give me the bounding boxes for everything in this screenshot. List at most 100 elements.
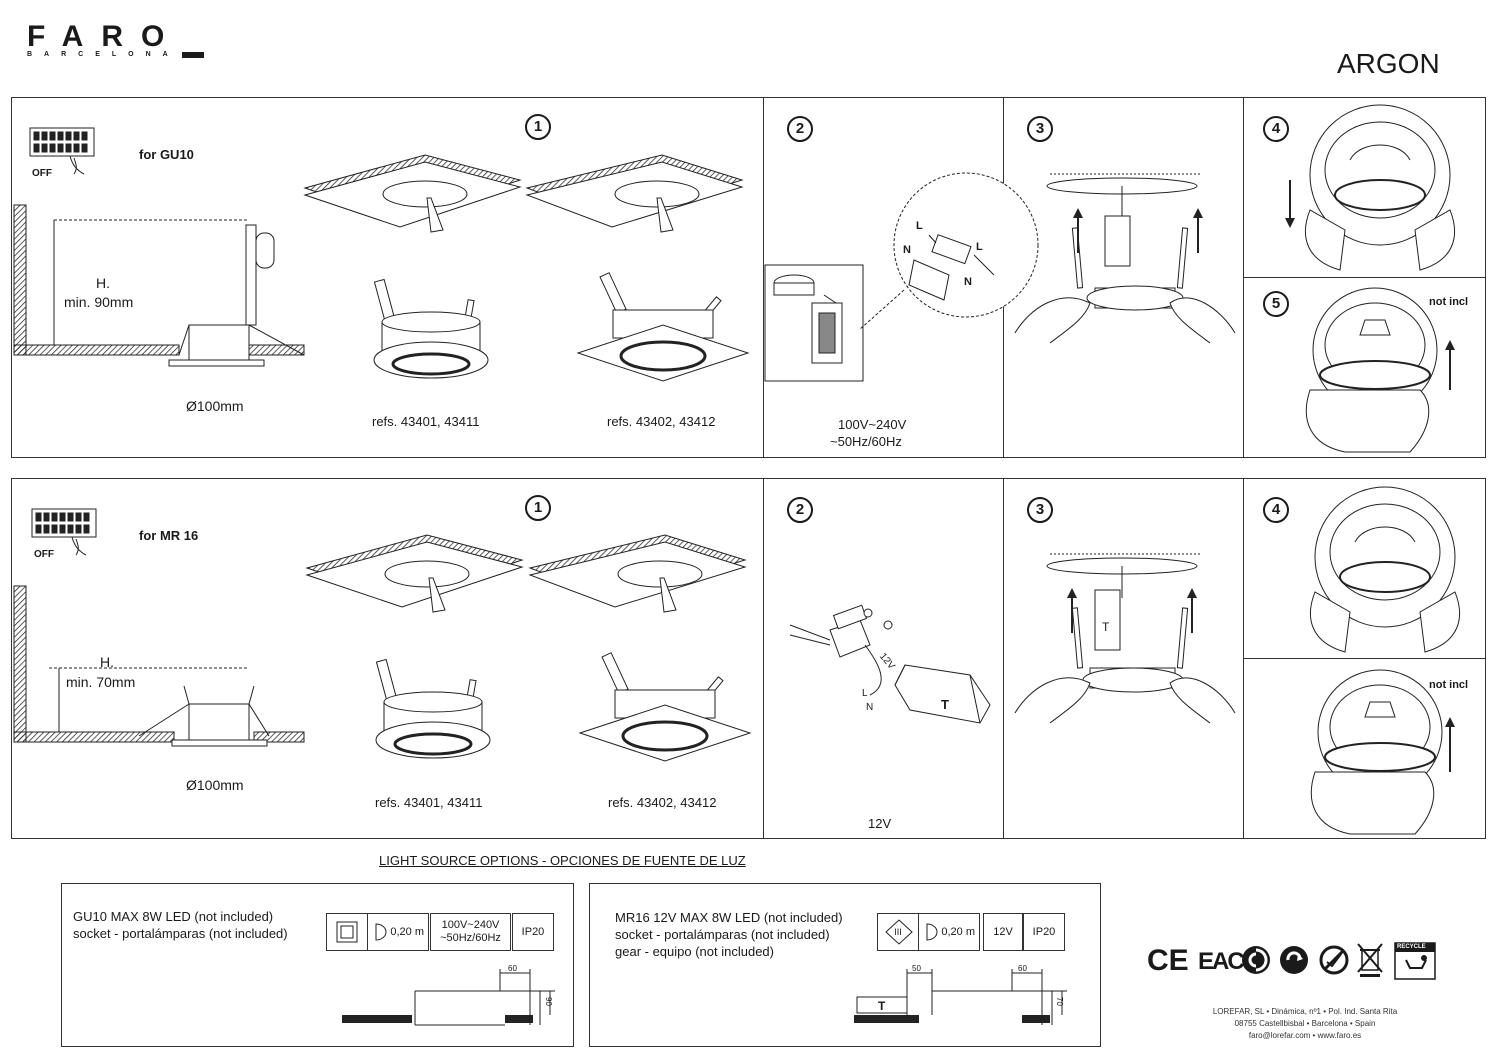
footer-address-line2: 08755 Castellbisbal • Barcelona • Spain <box>1234 1019 1376 1028</box>
mr16-divider-1 <box>763 478 764 839</box>
gu10-voltage-line1: 100V~240V <box>838 417 907 432</box>
gu10-voltage-cell: 100V~240V ~50Hz/60Hz <box>430 913 511 951</box>
gu10-wire-l-top: L <box>916 220 923 232</box>
mr16-class-label: III <box>894 926 902 937</box>
mr16-voltage-label: 12V <box>868 816 892 831</box>
footer-address-line3: faro@lorefar.com • www.faro.es <box>1248 1031 1362 1040</box>
mr16-class-cell: III <box>877 913 919 951</box>
gu10-distance-value: 0,20 m <box>390 925 424 938</box>
recycle-box-icon <box>1394 942 1436 980</box>
mr16-light-source-box <box>589 883 1101 1047</box>
mr16-ceiling-cutout-round <box>305 534 524 613</box>
gu10-install-hands <box>1014 173 1236 344</box>
mr16-driver-wiring <box>789 604 991 724</box>
mr16-install-hands <box>1014 553 1236 724</box>
gu10-divider-1 <box>763 97 764 458</box>
gu10-wire-l-right: L <box>976 241 983 253</box>
gu10-insert-lamp <box>1305 287 1455 453</box>
gu10-step-3: 3 <box>1027 116 1053 142</box>
mr16-step-1: 1 <box>525 495 551 521</box>
light-source-title: LIGHT SOURCE OPTIONS - OPCIONES DE FUENT… <box>379 853 746 868</box>
mr16-ceiling-section <box>13 585 305 747</box>
mr16-wire-n: N <box>866 702 874 713</box>
gu10-ceiling-section <box>13 204 305 367</box>
mr16-switch-off-label: OFF <box>34 549 54 560</box>
gu10-ip-cell: IP20 <box>512 913 554 951</box>
gu10-wiring-diagram <box>764 172 1039 382</box>
mr16-insert-lamp <box>1310 669 1455 835</box>
footer-address-line1: LOREFAR, SL • Dinámica, nº1 • Pol. Ind. … <box>1212 1007 1398 1016</box>
gu10-voltage-line2: ~50Hz/60Hz <box>830 434 902 449</box>
gu10-step-1: 1 <box>525 114 551 140</box>
gu10-voltage-value1: 100V~240V <box>441 919 500 931</box>
gu10-square-fixture <box>576 272 750 382</box>
gu10-dim-height: 90 <box>543 997 553 1006</box>
eac-mark: EAC <box>1198 948 1245 975</box>
gu10-refs-round: refs. 43401, 43411 <box>372 414 480 429</box>
mr16-driver-label: T <box>941 697 949 712</box>
mr16-wire-l: L <box>862 688 868 699</box>
mr16-refs-square: refs. 43402, 43412 <box>608 795 717 810</box>
gu10-wire-n-right: N <box>964 276 972 288</box>
model-title: ARGON <box>1337 48 1440 79</box>
mr16-step-2: 2 <box>787 497 813 523</box>
gu10-height-value: min. 90mm <box>64 294 134 310</box>
gu10-refs-square: refs. 43402, 43412 <box>607 414 716 429</box>
mr16-dim-width: 60 <box>1018 964 1027 973</box>
gu10-for-label: for GU10 <box>139 147 194 162</box>
mr16-panel <box>11 478 1486 839</box>
gu10-dim-width: 60 <box>508 964 517 973</box>
gu10-step-2: 2 <box>787 116 813 142</box>
breaker-switch-icon <box>31 508 97 556</box>
gu10-voltage-value2: ~50Hz/60Hz <box>440 932 501 944</box>
mr16-ceiling-cutout-square <box>528 534 747 613</box>
mr16-gear-label: T <box>878 999 886 1013</box>
mr16-dim-gear: 50 <box>912 964 921 973</box>
logo-bar <box>182 52 204 58</box>
mr16-fit-ring <box>1309 486 1461 653</box>
mr16-distance-value: 0,20 m <box>941 925 975 938</box>
mr16-source-line2: socket - portalámparas (not included) <box>615 927 830 942</box>
gu10-panel <box>11 97 1486 458</box>
mr16-source-line3: gear - equipo (not included) <box>615 944 774 959</box>
gu10-wire-n-left: N <box>903 244 911 256</box>
mr16-for-label: for MR 16 <box>139 528 199 543</box>
gu10-diameter-label: Ø100mm <box>186 398 244 414</box>
gu10-dimension-drawing <box>342 969 555 1026</box>
mr16-voltage-value: 12V <box>993 925 1013 938</box>
gu10-switch-off-label: OFF <box>32 168 52 179</box>
mr16-install-driver-label: T <box>1102 620 1110 634</box>
gu10-round-fixture <box>373 278 489 379</box>
gu10-divider-4 <box>1243 277 1486 278</box>
mr16-divider-4 <box>1243 658 1486 659</box>
no-dimmer-icon <box>1319 945 1349 975</box>
gu10-ip-value: IP20 <box>521 925 545 938</box>
ce-mark: CE <box>1147 944 1189 977</box>
gu10-step-4: 4 <box>1263 116 1289 142</box>
mr16-voltage-cell: 12V <box>983 913 1023 951</box>
mr16-diameter-label: Ø100mm <box>186 777 244 793</box>
mr16-refs-round: refs. 43401, 43411 <box>375 795 483 810</box>
mr16-dimension-drawing <box>854 969 1067 1025</box>
mr16-step-4: 4 <box>1263 497 1289 523</box>
mr16-ip-cell: IP20 <box>1023 913 1065 951</box>
gu10-light-source-box <box>61 883 574 1047</box>
mr16-height-label: H. <box>100 654 114 670</box>
recycle-box-label: RECYCLE <box>1397 944 1426 950</box>
breaker-switch-icon <box>29 127 95 175</box>
mr16-square-fixture <box>578 652 752 762</box>
brand-subtitle: BARCELONA <box>27 51 180 58</box>
mr16-source-line1: MR16 12V MAX 8W LED (not included) <box>615 910 843 925</box>
mr16-height-value: min. 70mm <box>66 674 136 690</box>
gu10-ceiling-cutout-square <box>525 154 744 233</box>
gu10-source-line2: socket - portalámparas (not included) <box>73 926 288 941</box>
gu10-step-5: 5 <box>1263 291 1289 317</box>
mr16-divider-2 <box>1003 478 1004 839</box>
gu10-height-label: H. <box>96 275 110 291</box>
green-dot-icon <box>1242 946 1270 974</box>
gu10-ceiling-cutout-round <box>303 154 522 233</box>
mr16-ip-value: IP20 <box>1032 925 1056 938</box>
gu10-source-line1: GU10 MAX 8W LED (not included) <box>73 909 274 924</box>
recycle-arrows-icon <box>1280 946 1308 974</box>
mr16-dim-height: 70 <box>1054 997 1064 1006</box>
